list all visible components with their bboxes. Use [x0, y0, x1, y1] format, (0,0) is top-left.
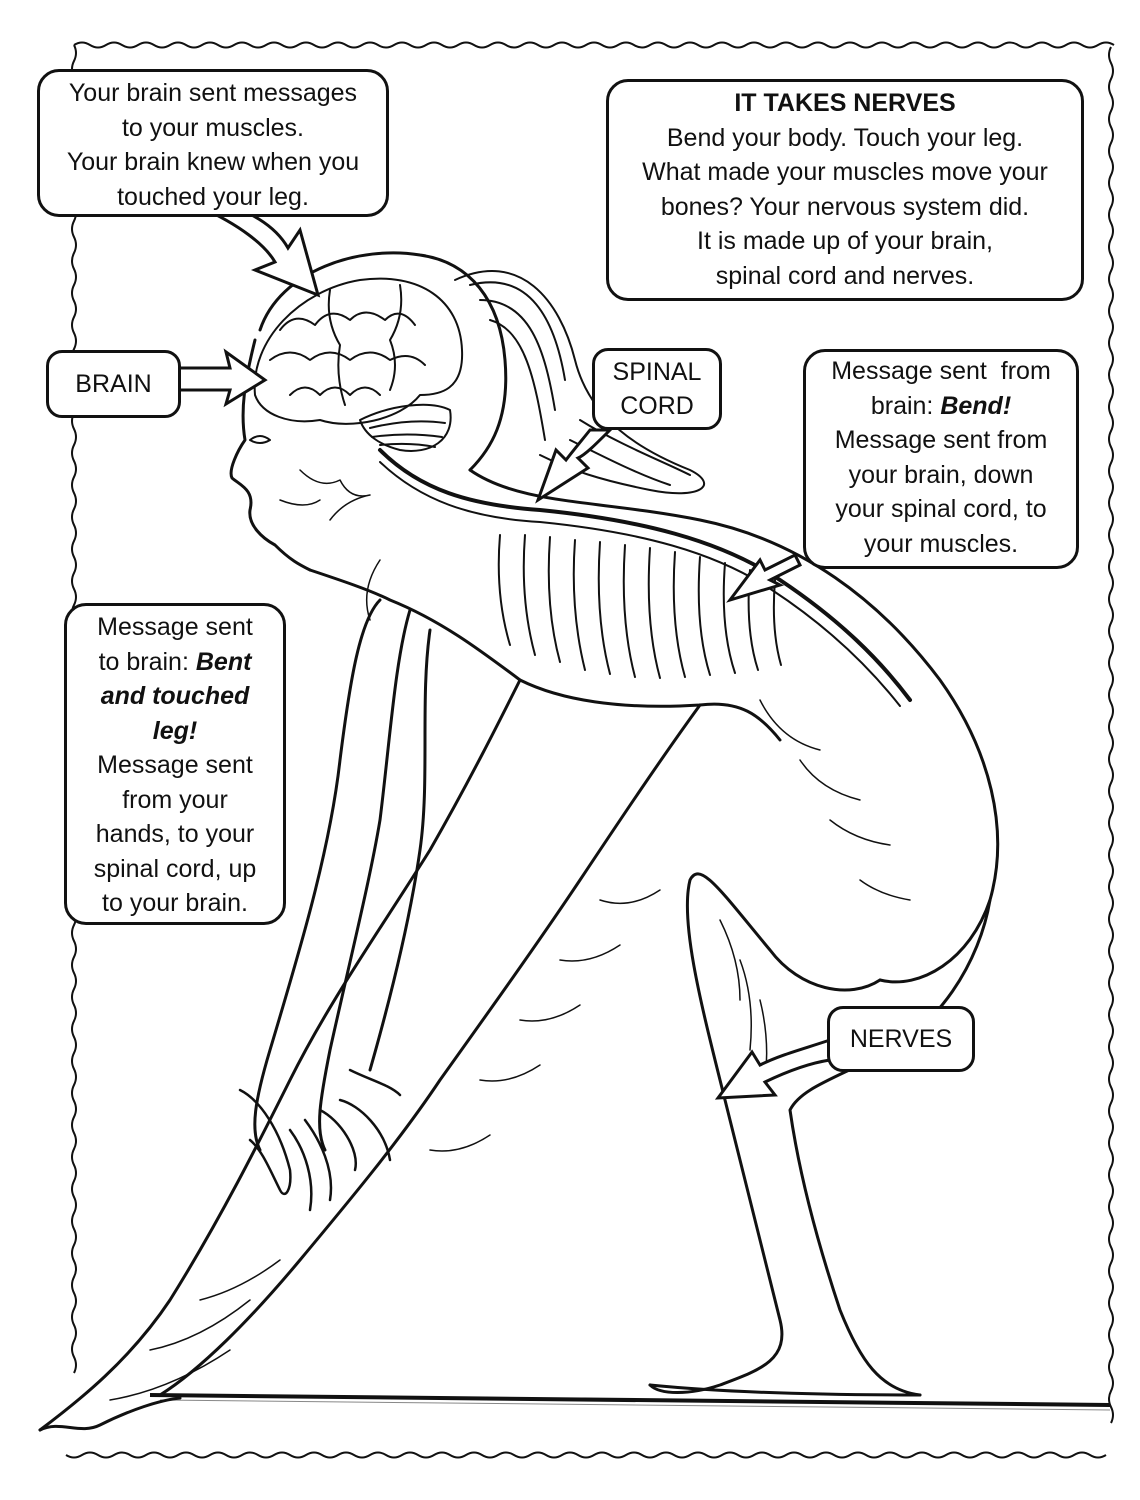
nerve-branches: [109, 469, 911, 1401]
human-figure: [38, 251, 1000, 1432]
label-text: BRAIN: [75, 370, 152, 398]
callout-line: Message sent: [97, 751, 253, 779]
arrow-to-brain-top: [199, 205, 321, 298]
back-outline: [468, 468, 1000, 984]
emphasis-bend: Bend!: [940, 391, 1012, 420]
callout-line: from your: [122, 785, 228, 814]
label-text: CORD: [620, 392, 694, 420]
callout-line: to brain: Bent: [67, 645, 283, 680]
callout-line: touched your leg.: [117, 182, 309, 211]
torso-front: [308, 568, 782, 742]
label-text: SPINAL: [612, 358, 702, 386]
eye: [249, 435, 271, 444]
back-leg: [648, 872, 992, 1397]
front-leg: [38, 678, 702, 1432]
spinal-cord: [378, 448, 912, 702]
callout-text: to brain:: [98, 647, 196, 676]
callout-line: your brain, down: [848, 460, 1034, 489]
callout-line: Message sent: [97, 613, 253, 641]
callout-line: to your brain.: [102, 889, 248, 917]
callout-sent-to-brain: Message sent to brain: Bent and touched …: [64, 603, 286, 925]
callout-intro: IT TAKES NERVES Bend your body. Touch yo…: [606, 79, 1084, 301]
callout-line: Your brain knew when you: [66, 148, 360, 176]
callout-arrows: [176, 205, 832, 1100]
callout-line: What made your muscles move your: [642, 158, 1048, 186]
callout-line: It is made up of your brain,: [697, 227, 993, 255]
callout-line: brain: Bend!: [806, 389, 1076, 424]
callout-line: Message sent from: [834, 426, 1048, 454]
callout-line: spinal cord and nerves.: [715, 261, 975, 290]
callout-line: Bend your body. Touch your leg.: [666, 123, 1024, 152]
callout-title: IT TAKES NERVES: [734, 89, 956, 117]
callout-brain-messages: Your brain sent messages to your muscles…: [37, 69, 389, 217]
arms: [253, 598, 432, 1152]
ribs: [497, 534, 782, 679]
emphasis-bent: Bent: [195, 647, 252, 676]
brain-drawing: [253, 277, 464, 452]
label-spinal-cord: SPINAL CORD: [592, 348, 722, 430]
callout-text: brain:: [870, 391, 941, 420]
skull-outline: [258, 251, 508, 472]
callout-line: to your muscles.: [121, 113, 304, 142]
callout-line: your spinal cord, to: [835, 495, 1047, 523]
arrow-nerves: [714, 1037, 832, 1100]
label-text: NERVES: [849, 1025, 953, 1053]
hands: [238, 1068, 402, 1212]
callout-line: Your brain sent messages: [68, 79, 358, 107]
label-nerves: NERVES: [827, 1006, 975, 1072]
arrow-brain-label: [176, 348, 268, 408]
callout-line: hands, to your: [95, 820, 255, 848]
emphasis-line: leg!: [152, 716, 198, 745]
floor-line: [149, 1393, 1111, 1411]
arrow-message-from-brain: [726, 552, 803, 603]
label-brain: BRAIN: [46, 350, 181, 418]
callout-line: bones? Your nervous system did.: [660, 192, 1030, 221]
face-profile: [229, 338, 312, 572]
callout-line: spinal cord, up: [93, 854, 257, 883]
emphasis-line: and touched: [100, 682, 250, 710]
callout-line: your muscles.: [863, 529, 1019, 558]
arrow-spinal-cord: [535, 428, 614, 504]
callout-sent-from-brain: Message sent from brain: Bend! Message s…: [803, 349, 1079, 569]
callout-line: Message sent from: [831, 357, 1051, 385]
